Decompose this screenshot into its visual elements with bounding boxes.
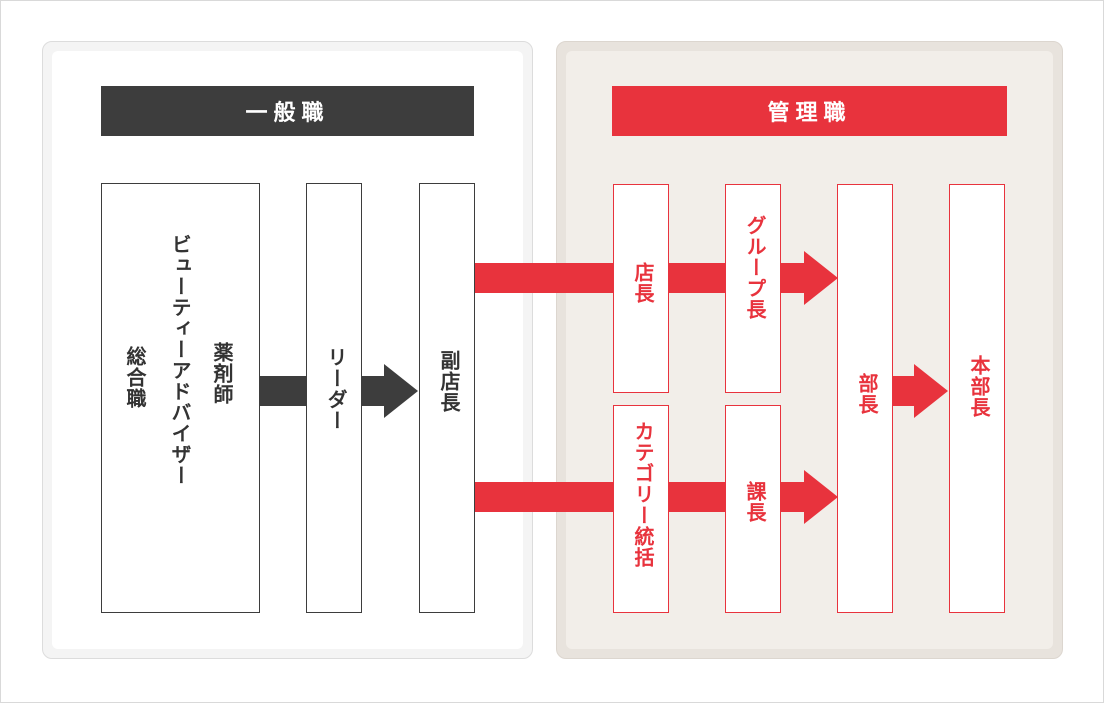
role-sogoshoku: 総合職 <box>123 346 147 409</box>
role-beauty-advisor: ビューティーアドバイザー <box>168 234 192 486</box>
department-head-box <box>837 184 893 613</box>
leader-box <box>306 183 362 613</box>
section-chief-box <box>725 405 781 613</box>
management-track-title: 管理職 <box>767 101 852 126</box>
general-track-header: 一般職 <box>101 86 474 136</box>
division-head-box <box>949 184 1005 613</box>
role-assistant-manager: 副店長 <box>437 350 461 413</box>
management-track-header: 管理職 <box>612 86 1007 136</box>
assistant-manager-box <box>419 183 475 613</box>
role-pharmacist: 薬剤師 <box>210 342 234 405</box>
role-division-head: 本部長 <box>967 355 991 418</box>
role-group-manager: グループ長 <box>743 215 767 320</box>
arrow-department-to-division-head <box>892 364 948 418</box>
role-leader: リーダー <box>324 347 348 431</box>
arrow-leader-to-assistant-manager <box>361 376 386 406</box>
group-manager-box <box>725 184 781 393</box>
entry-roles-box <box>101 183 260 613</box>
role-department-head: 部長 <box>855 373 879 415</box>
general-track-title: 一般職 <box>245 101 330 126</box>
category-supervisor-box <box>613 405 669 613</box>
role-category-supervisor: カテゴリー統括 <box>631 421 655 568</box>
store-manager-box <box>613 184 669 393</box>
role-store-manager: 店長 <box>631 262 655 304</box>
role-section-chief: 課長 <box>743 481 767 523</box>
